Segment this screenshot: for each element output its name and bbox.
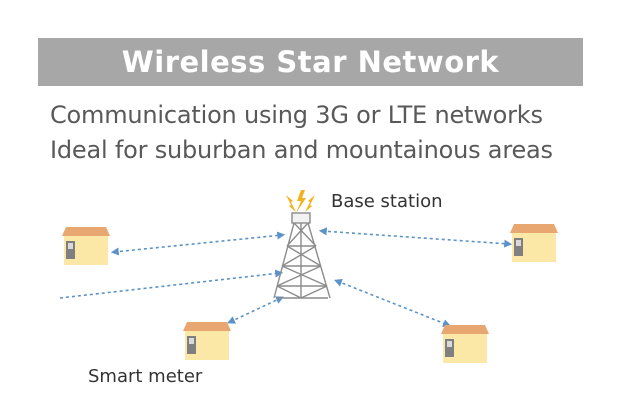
base-station-label: Base station [331,191,443,212]
title-text: Wireless Star Network [121,45,500,79]
description-line-1: Communication using 3G or LTE networks [50,101,543,129]
link-bottom-left [227,296,284,324]
links [59,227,513,327]
link-top-right [318,227,513,248]
house-with-meter-icon [183,322,231,360]
cell-tower-icon [273,212,331,299]
title-banner: Wireless Star Network [38,38,583,86]
link-left-edge [59,269,284,299]
house-with-meter-icon [441,325,489,363]
house-with-meter-icon [62,227,110,265]
description-line-2: Ideal for suburban and mountainous areas [50,136,553,164]
signal-lightning-icon [286,190,315,213]
link-bottom-right [334,279,451,327]
link-top-left [110,231,286,256]
smart-meter-label: Smart meter [88,366,203,387]
house-with-meter-icon [510,224,558,262]
